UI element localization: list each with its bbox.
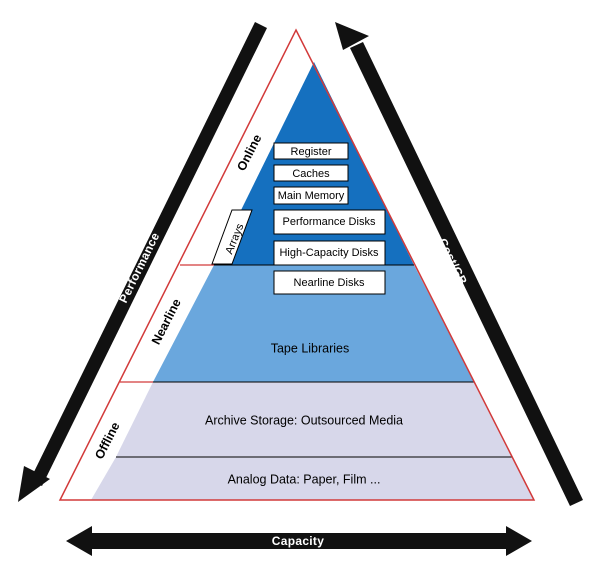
analog-band (91, 457, 534, 500)
register-box (273, 142, 349, 160)
performance-label: Performance (116, 230, 162, 305)
capacity-label: Capacity (272, 534, 324, 548)
archive-band (116, 382, 512, 457)
nearline-band (153, 265, 474, 382)
nearline-disks-label: Nearline Disks (294, 277, 365, 289)
archive-storage-label: Archive Storage: Outsourced Media (205, 413, 403, 427)
arrays-box (211, 209, 253, 265)
high-capacity-disks-label: High-Capacity Disks (279, 247, 379, 259)
outer-triangle-outline (58, 28, 536, 501)
caches-box (273, 164, 349, 182)
online-tier-label: Online (234, 132, 264, 173)
performance-arrow (18, 22, 267, 502)
main-memory-box (273, 186, 349, 205)
caches-label: Caches (292, 168, 330, 180)
analog-data-label: Analog Data: Paper, Film ... (228, 472, 381, 486)
main-memory-label: Main Memory (278, 190, 345, 202)
nearline-disks-box (273, 270, 386, 295)
cost-per-gb-arrow (335, 22, 583, 506)
capacity-arrow (66, 526, 532, 556)
register-label: Register (291, 146, 332, 158)
tape-libraries-label: Tape Libraries (271, 341, 350, 355)
performance-disks-box (273, 209, 386, 235)
performance-disks-label: Performance Disks (283, 216, 376, 228)
high-capacity-disks-box (273, 240, 386, 266)
